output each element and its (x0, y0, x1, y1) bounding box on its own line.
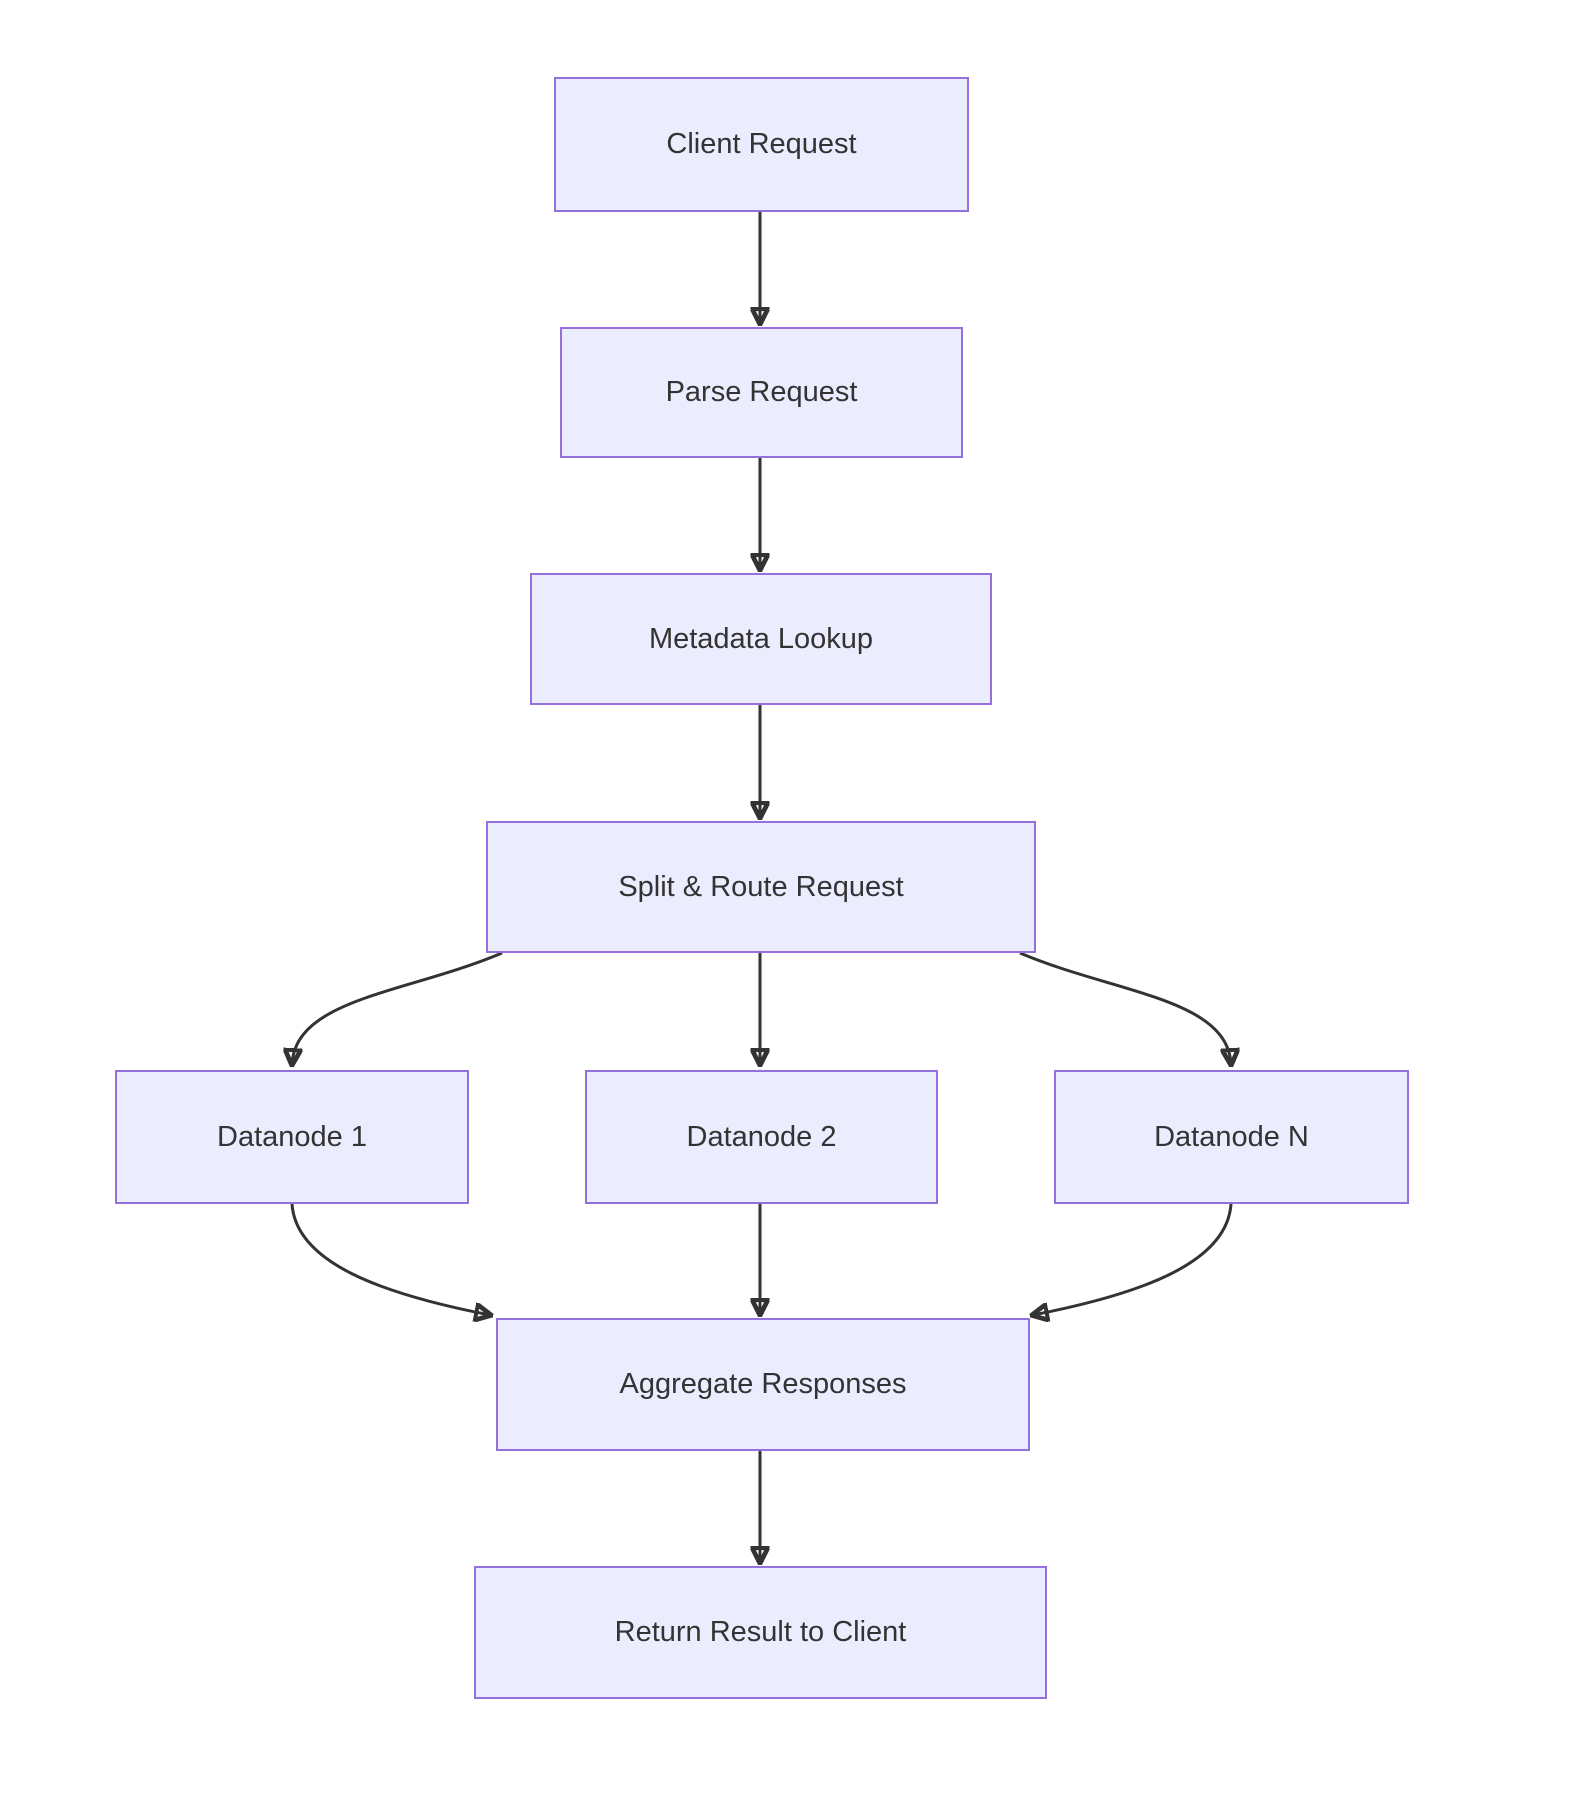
edge-datanode1-to-aggregate (290, 1203, 490, 1315)
node-client-request-label: Client Request (666, 128, 857, 161)
node-return-result: Return Result to Client (474, 1566, 1047, 1699)
node-datanode-n-label: Datanode N (1154, 1120, 1309, 1153)
edge-split-to-datanodeN (1019, 951, 1231, 1064)
node-return-result-label: Return Result to Client (614, 1616, 907, 1649)
node-client-request: Client Request (554, 77, 969, 212)
node-datanode-1-label: Datanode 1 (217, 1120, 367, 1153)
node-metadata-lookup-label: Metadata Lookup (648, 622, 874, 655)
node-metadata-lookup: Metadata Lookup (530, 573, 992, 705)
node-datanode-2-label: Datanode 2 (686, 1120, 837, 1153)
node-parse-request-label: Parse Request (665, 376, 858, 409)
node-datanode-n: Datanode N (1054, 1070, 1409, 1204)
node-datanode-1: Datanode 1 (115, 1070, 469, 1204)
node-aggregate-responses: Aggregate Responses (496, 1318, 1030, 1451)
node-split-route-request: Split & Route Request (486, 821, 1036, 953)
node-aggregate-responses-label: Aggregate Responses (619, 1368, 907, 1401)
node-parse-request: Parse Request (560, 327, 963, 458)
edge-datanodeN-to-aggregate (1033, 1203, 1233, 1315)
edge-split-to-datanode1 (292, 951, 503, 1064)
node-split-route-request-label: Split & Route Request (618, 870, 904, 903)
node-datanode-2: Datanode 2 (585, 1070, 938, 1204)
